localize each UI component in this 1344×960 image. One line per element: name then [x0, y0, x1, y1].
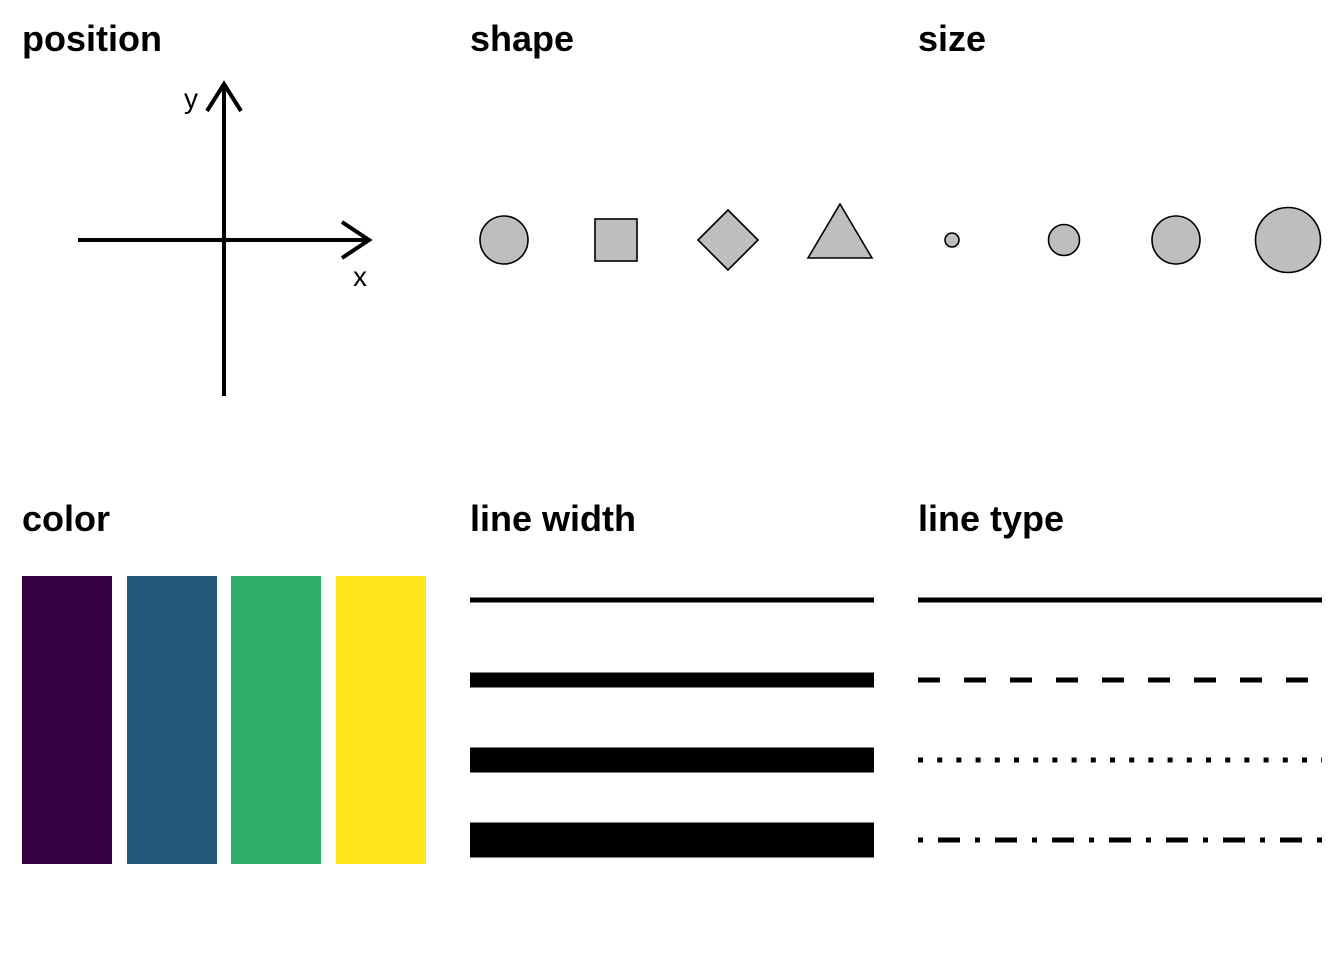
line-type-marks: [918, 597, 1322, 843]
y-axis-arrowhead: [205, 80, 243, 113]
color-panel-title: color: [22, 498, 110, 539]
size-panel-title: size: [918, 18, 986, 59]
line-width-marks: [470, 597, 874, 858]
shape-circle: [479, 215, 529, 265]
y-axis-label: y: [184, 83, 198, 114]
shape-marks: [479, 202, 874, 272]
color-swatch-1: [22, 576, 112, 864]
color-swatch-2: [127, 576, 217, 864]
position-panel-title: position: [22, 18, 162, 59]
shape-triangle: [806, 202, 874, 259]
size-marks: [944, 206, 1322, 274]
color-swatches: [22, 576, 426, 864]
color-swatch-3: [231, 576, 321, 864]
x-axis-arrowhead: [340, 220, 373, 260]
x-axis-label: x: [353, 261, 367, 292]
color-swatch-4: [336, 576, 426, 864]
shape-square: [594, 218, 638, 262]
size-circle-1: [944, 232, 960, 248]
size-circle-3: [1151, 215, 1201, 265]
line-width-panel-title: line width: [470, 498, 636, 539]
shape-panel-title: shape: [470, 18, 574, 59]
size-circle-4: [1254, 206, 1322, 274]
position-axes: x y: [78, 80, 373, 396]
shape-diamond: [696, 208, 760, 272]
line-type-panel-title: line type: [918, 498, 1064, 539]
size-circle-2: [1047, 223, 1081, 257]
